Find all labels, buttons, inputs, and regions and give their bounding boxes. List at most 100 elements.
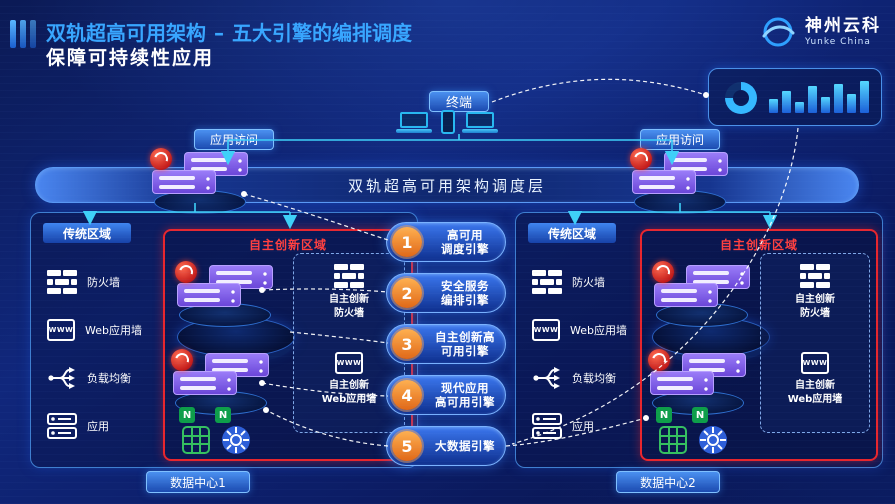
item-label: 负载均衡 — [572, 372, 616, 385]
engine-label: 安全服务编排引擎 — [427, 274, 503, 312]
label-line: 现代应用 — [441, 380, 489, 395]
brand-name-en: Yunke China — [805, 36, 871, 47]
item-label: Web应用墙 — [85, 324, 142, 337]
engine-4-modern-app-ha: 4 现代应用高可用引擎 — [386, 375, 506, 415]
server-cluster-innovation-top — [173, 261, 277, 327]
zone-item-firewall: 防火墙 — [47, 267, 175, 297]
datacenter-1-box: 传统区域 防火墙 WWW Web应用墙 负载均衡 应用 自主创新区域 — [30, 212, 418, 468]
zone-item-waf: WWW Web应用墙 — [47, 315, 175, 345]
www-text: WWW — [802, 359, 828, 367]
label-line: 自主创新 — [795, 380, 835, 391]
kubernetes-icon — [699, 426, 727, 454]
www-text: WWW — [48, 326, 74, 334]
label-line: 安全服务 — [441, 278, 489, 293]
laptop-icon — [462, 112, 498, 133]
monitor-bar — [860, 81, 869, 113]
engine-number: 3 — [392, 329, 422, 359]
nginx-icon: N — [215, 407, 231, 423]
www-text: WWW — [336, 359, 362, 367]
server-rack — [173, 371, 237, 395]
innovation-zone-label: 自主创新区域 — [248, 238, 327, 252]
gauge-donut-icon — [725, 82, 757, 114]
item-label: 应用 — [87, 420, 109, 433]
server-cluster-innovation-bottom — [646, 349, 750, 415]
server-rack — [650, 371, 714, 395]
application-icon — [47, 413, 77, 439]
inno-firewall-label: 自主创新 防火墙 — [329, 293, 369, 320]
engine-3-innovation-ha: 3 自主创新高可用引擎 — [386, 324, 506, 364]
monitor-bar — [808, 85, 817, 113]
container-grid-icon — [182, 426, 210, 454]
zone-item-application: 应用 — [47, 411, 175, 441]
innovation-zone-box: 自主创新区域 N N 自主 — [163, 229, 413, 461]
traditional-zone-badge: 传统区域 — [43, 223, 131, 243]
server-cluster-scheduler-right — [628, 148, 732, 214]
engine-5-bigdata: 5 大数据引擎 — [386, 426, 506, 466]
item-label: Web应用墙 — [570, 324, 627, 337]
label-line: 高可用 — [447, 227, 483, 242]
innovation-zone-box: 自主创新区域 N N 自主 — [640, 229, 878, 461]
datacenter-2-footer: 数据中心2 — [616, 471, 720, 493]
label-line: 自主创新 — [329, 380, 369, 391]
brand-logo: 神州云科 Yunke China — [759, 13, 881, 51]
inno-firewall-label: 自主创新 防火墙 — [795, 293, 835, 320]
firewall-icon — [334, 264, 364, 288]
inno-waf-group: WWW 自主创新 Web应用墙 — [761, 352, 869, 406]
server-rack — [209, 265, 273, 289]
monitor-bar — [769, 98, 778, 113]
nginx-icon: N — [692, 407, 708, 423]
label-line: Web应用墙 — [787, 393, 843, 405]
datacenter-1-footer: 数据中心1 — [146, 471, 250, 493]
server-rack — [205, 353, 269, 377]
label-line: 自主创新高 — [435, 329, 495, 344]
engine-label: 自主创新高可用引擎 — [427, 325, 503, 363]
item-label: 应用 — [572, 420, 594, 433]
nginx-icon: N — [656, 407, 672, 423]
laptop-icon — [396, 112, 432, 133]
server-cluster-innovation-bottom — [169, 349, 273, 415]
inno-firewall-group: 自主创新 防火墙 — [761, 264, 869, 320]
engine-number: 4 — [392, 380, 422, 410]
server-cluster-scheduler-left — [148, 148, 252, 214]
server-rack — [177, 283, 241, 307]
engine-number: 2 — [392, 278, 422, 308]
firewall-icon — [800, 264, 830, 288]
www-icon: WWW — [532, 319, 560, 341]
brand-swoosh-icon — [762, 17, 795, 47]
label-line: 编排引擎 — [441, 293, 489, 307]
server-rack — [654, 283, 718, 307]
monitoring-widget — [708, 68, 882, 126]
yunke-logo-badge — [630, 148, 652, 170]
yunke-logo-badge — [150, 148, 172, 170]
monitor-bar — [782, 90, 791, 113]
inno-firewall-group: 自主创新 防火墙 — [294, 264, 404, 320]
www-icon: WWW — [47, 319, 75, 341]
www-icon: WWW — [335, 352, 363, 374]
engine-label: 现代应用高可用引擎 — [427, 376, 503, 414]
kubernetes-icon — [222, 426, 250, 454]
load-balancer-icon — [48, 367, 75, 389]
label-line: Web应用墙 — [321, 393, 377, 405]
label-line: 可用引擎 — [441, 344, 489, 358]
yunke-logo-badge — [652, 261, 674, 283]
server-rack — [632, 170, 696, 194]
item-label: 防火墙 — [572, 276, 605, 289]
engine-1-ha-scheduling: 1 高可用调度引擎 — [386, 222, 506, 262]
traditional-zone-badge: 传统区域 — [528, 223, 616, 243]
label-line: 自主创新 — [795, 294, 835, 305]
engine-number: 5 — [392, 431, 422, 461]
zone-item-loadbalancer: 负载均衡 — [47, 363, 175, 393]
item-label: 负载均衡 — [87, 372, 131, 385]
application-icon — [532, 413, 562, 439]
phone-icon — [441, 110, 455, 134]
monitor-bars — [769, 81, 869, 113]
label-line: 自主创新 — [329, 294, 369, 305]
label-line: 调度引擎 — [441, 242, 489, 256]
inno-waf-label: 自主创新 Web应用墙 — [788, 379, 843, 406]
load-balancer-icon — [533, 367, 560, 389]
engine-label: 高可用调度引擎 — [427, 223, 503, 261]
engine-label: 大数据引擎 — [427, 427, 503, 465]
nginx-icon: N — [179, 407, 195, 423]
label-line: 高可用引擎 — [435, 395, 495, 409]
